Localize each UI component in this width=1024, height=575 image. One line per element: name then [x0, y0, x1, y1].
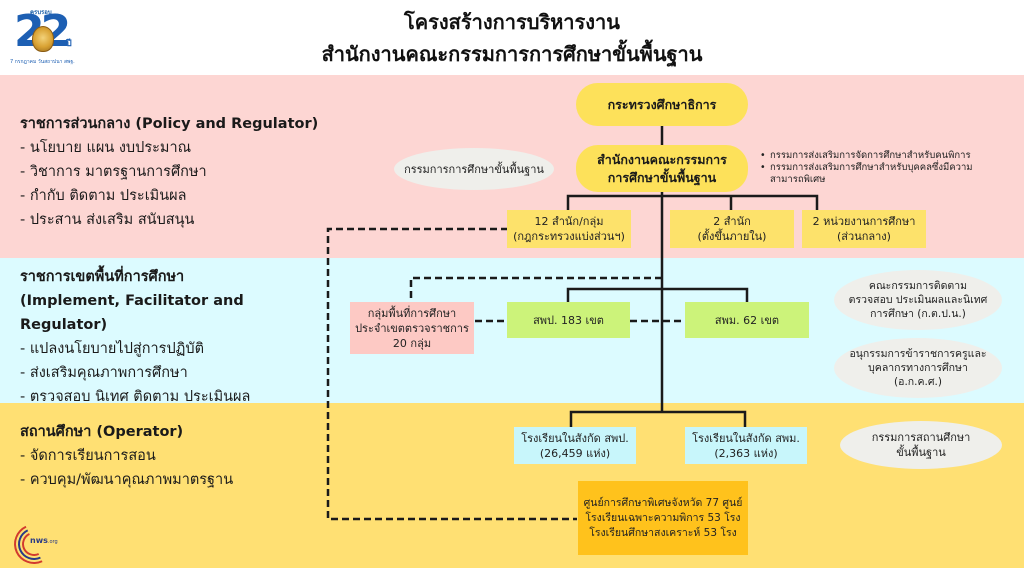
nws-logo: nws.org	[8, 518, 60, 570]
inspection-line3: 20 กลุ่ม	[392, 336, 432, 350]
central-unit-line2: (ส่วนกลาง)	[837, 230, 891, 243]
basic-education-board-ellipse: กรรมการการศึกษาขั้นพื้นฐาน	[394, 148, 554, 190]
page-title-line1: โครงสร้างการบริหารงาน	[404, 10, 620, 34]
central-unit-line2: (ตั้งขึ้นภายใน)	[697, 230, 767, 243]
emblem-icon	[32, 26, 54, 52]
special-education-line3: โรงเรียนศึกษาสงเคราะห์ 53 โรง	[589, 526, 737, 539]
school-section-text: สถานศึกษา (Operator) - จัดการเรียนการสอน…	[20, 420, 233, 492]
monitoring-line3: การศึกษา (ก.ต.ป.น.)	[870, 308, 966, 320]
logo-suffix: ปี	[66, 39, 72, 49]
central-unit-line1: 12 สำนัก/กลุ่ม	[534, 215, 604, 228]
bottom-strip	[0, 568, 1024, 575]
monitoring-line2: ตรวจสอบ ประเมินผลและนิเทศ	[848, 294, 988, 306]
secondary-area-label: สพม. 62 เขต	[714, 313, 780, 327]
central-unit-box: 2 หน่วยงานการศึกษา (ส่วนกลาง)	[802, 210, 926, 248]
subcommittee-line2: บุคลากรทางการศึกษา	[868, 362, 968, 374]
special-committees-list: กรรมการส่งเสริมการจัดการศึกษาสำหรับคนพิก…	[758, 150, 998, 186]
anniversary-logo: ครบรอบ 22 ปี 7 กรกฎาคม วันสถาปนา สพฐ.	[8, 2, 78, 68]
committee-item: กรรมการส่งเสริมการศึกษาสำหรับบุคคลซึ่งมี…	[758, 162, 998, 186]
school-board-line2: ขั้นพื้นฐาน	[896, 446, 946, 459]
secondary-schools-line1: โรงเรียนในสังกัด สพม.	[692, 431, 800, 445]
central-unit-box: 2 สำนัก (ตั้งขึ้นภายใน)	[670, 210, 794, 248]
monitoring-line1: คณะกรรมการติดตาม	[868, 280, 968, 292]
area-section-heading-line1: ราชการเขตพื้นที่การศึกษา	[20, 269, 185, 285]
central-section-text: ราชการส่วนกลาง (Policy and Regulator) - …	[20, 112, 318, 232]
area-section-heading-line2: (Implement, Facilitator and	[20, 293, 244, 309]
ministry-of-education-box: กระทรวงศึกษาธิการ	[576, 83, 748, 126]
area-section-heading-line3: Regulator)	[20, 317, 108, 333]
obec-label-line1: สำนักงานคณะกรรมการ	[597, 151, 727, 167]
special-education-line1: ศูนย์การศึกษาพิเศษจังหวัด 77 ศูนย์	[583, 496, 743, 509]
secondary-schools-box: โรงเรียนในสังกัด สพม. (2,363 แห่ง)	[685, 427, 807, 464]
school-board-ellipse: กรรมการสถานศึกษา ขั้นพื้นฐาน	[840, 421, 1002, 469]
subcommittee-line3: (อ.ก.ค.ศ.)	[894, 376, 942, 388]
nws-logo-suffix: .org	[47, 539, 58, 545]
school-section-heading: สถานศึกษา (Operator)	[20, 424, 184, 440]
area-section-text: ราชการเขตพื้นที่การศึกษา (Implement, Fac…	[20, 265, 250, 409]
central-unit-line1: 2 หน่วยงานการศึกษา	[812, 215, 916, 228]
area-item: - ส่งเสริมคุณภาพการศึกษา	[20, 365, 188, 381]
central-item: - วิชาการ มาตรฐานการศึกษา	[20, 164, 207, 180]
primary-area-label: สพป. 183 เขต	[533, 313, 604, 327]
school-item: - จัดการเรียนการสอน	[20, 448, 156, 464]
primary-schools-box: โรงเรียนในสังกัด สพป. (26,459 แห่ง)	[514, 427, 636, 464]
ministry-label: กระทรวงศึกษาธิการ	[607, 96, 717, 112]
area-item: - ตรวจสอบ นิเทศ ติดตาม ประเมินผล	[20, 389, 251, 405]
page-title-line2: สำนักงานคณะกรรมการการศึกษาขั้นพื้นฐาน	[321, 42, 703, 66]
inspection-line1: กลุ่มพื้นที่การศึกษา	[367, 306, 457, 320]
logo-top-text: ครบรอบ	[30, 9, 52, 16]
header: ครบรอบ 22 ปี 7 กรกฎาคม วันสถาปนา สพฐ. โค…	[0, 0, 1024, 75]
primary-schools-line2: (26,459 แห่ง)	[539, 446, 611, 460]
central-item: - ประสาน ส่งเสริม สนับสนุน	[20, 212, 195, 228]
central-item: - กำกับ ติดตาม ประเมินผล	[20, 188, 187, 204]
subcommittee-line1: อนุกรรมการข้าราชการครูและ	[849, 348, 987, 360]
nws-logo-name: nws	[30, 536, 48, 545]
secondary-schools-line2: (2,363 แห่ง)	[714, 446, 778, 460]
monitoring-committee-ellipse: คณะกรรมการติดตาม ตรวจสอบ ประเมินผลและนิเ…	[834, 270, 1002, 330]
school-item: - ควบคุม/พัฒนาคุณภาพมาตรฐาน	[20, 472, 234, 488]
teacher-subcommittee-ellipse: อนุกรรมการข้าราชการครูและ บุคลากรทางการศ…	[834, 338, 1002, 398]
primary-schools-line1: โรงเรียนในสังกัด สพป.	[521, 431, 629, 445]
logo-caption: 7 กรกฎาคม วันสถาปนา สพฐ.	[10, 59, 75, 65]
central-section-heading: ราชการส่วนกลาง (Policy and Regulator)	[20, 116, 319, 132]
committee-item: กรรมการส่งเสริมการจัดการศึกษาสำหรับคนพิก…	[758, 150, 998, 162]
inspection-area-group-box: กลุ่มพื้นที่การศึกษา ประจำเขตตรวจราชการ …	[350, 302, 474, 354]
board-label: กรรมการการศึกษาขั้นพื้นฐาน	[404, 162, 544, 176]
central-unit-line2: (กฎกระทรวงแบ่งส่วนฯ)	[513, 230, 625, 243]
special-education-line2: โรงเรียนเฉพาะความพิการ 53 โรง	[585, 511, 741, 524]
central-unit-line1: 2 สำนัก	[713, 215, 751, 228]
inspection-line2: ประจำเขตตรวจราชการ	[355, 321, 469, 335]
central-item: - นโยบาย แผน งบประมาณ	[20, 140, 192, 156]
primary-area-office-box: สพป. 183 เขต	[507, 302, 630, 338]
obec-box: สำนักงานคณะกรรมการ การศึกษาขั้นพื้นฐาน	[576, 145, 748, 192]
obec-label-line2: การศึกษาขั้นพื้นฐาน	[607, 169, 717, 185]
special-education-box: ศูนย์การศึกษาพิเศษจังหวัด 77 ศูนย์ โรงเร…	[578, 481, 748, 555]
school-board-line1: กรรมการสถานศึกษา	[871, 431, 971, 444]
area-item: - แปลงนโยบายไปสู่การปฏิบัติ	[20, 341, 205, 357]
nws-logo-text: nws.org	[30, 536, 58, 545]
central-unit-box: 12 สำนัก/กลุ่ม (กฎกระทรวงแบ่งส่วนฯ)	[507, 210, 631, 248]
secondary-area-office-box: สพม. 62 เขต	[685, 302, 809, 338]
